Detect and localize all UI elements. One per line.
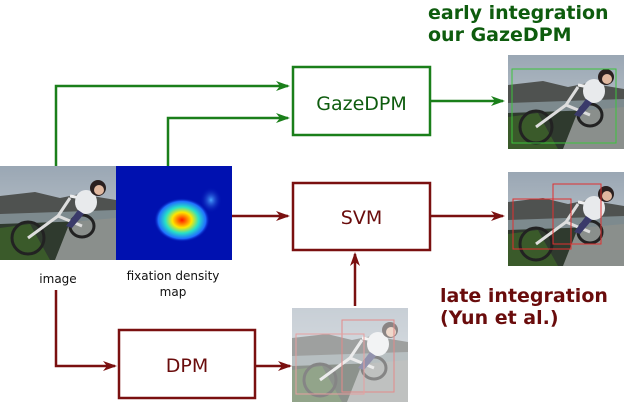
input-image bbox=[0, 164, 118, 262]
svm-box: SVM bbox=[291, 181, 432, 252]
late-integration-line1: late integration bbox=[440, 285, 608, 307]
fixation-caption-line1: fixation density bbox=[126, 269, 220, 283]
arrow-image-to-dpm bbox=[54, 290, 117, 371]
fixation-caption-line2: map bbox=[159, 285, 187, 299]
svm-output-image bbox=[506, 170, 624, 268]
early-integration-line2: our GazeDPM bbox=[428, 24, 572, 46]
late-integration-line2: (Yun et al.) bbox=[440, 307, 559, 329]
fixation-density-map bbox=[116, 166, 232, 260]
arrow-fixation-to-gazedpm bbox=[166, 113, 290, 166]
red-arrows bbox=[54, 211, 505, 371]
svm-label: SVM bbox=[341, 207, 382, 229]
green-arrows bbox=[54, 81, 505, 166]
early-integration-line1: early integration bbox=[428, 2, 609, 24]
gazedpm-output-image bbox=[506, 53, 624, 151]
dpm-label: DPM bbox=[166, 355, 208, 377]
fixation-caption: fixation density map bbox=[110, 268, 236, 300]
dpm-box: DPM bbox=[117, 328, 257, 400]
early-integration-title: early integration our GazeDPM bbox=[428, 2, 609, 46]
image-caption: image bbox=[39, 272, 77, 286]
arrow-image-to-gazedpm bbox=[54, 81, 290, 166]
late-integration-title: late integration (Yun et al.) bbox=[440, 285, 608, 329]
gazedpm-label: GazeDPM bbox=[316, 93, 407, 115]
gazedpm-box: GazeDPM bbox=[291, 65, 432, 137]
dpm-detections-image bbox=[290, 306, 410, 402]
